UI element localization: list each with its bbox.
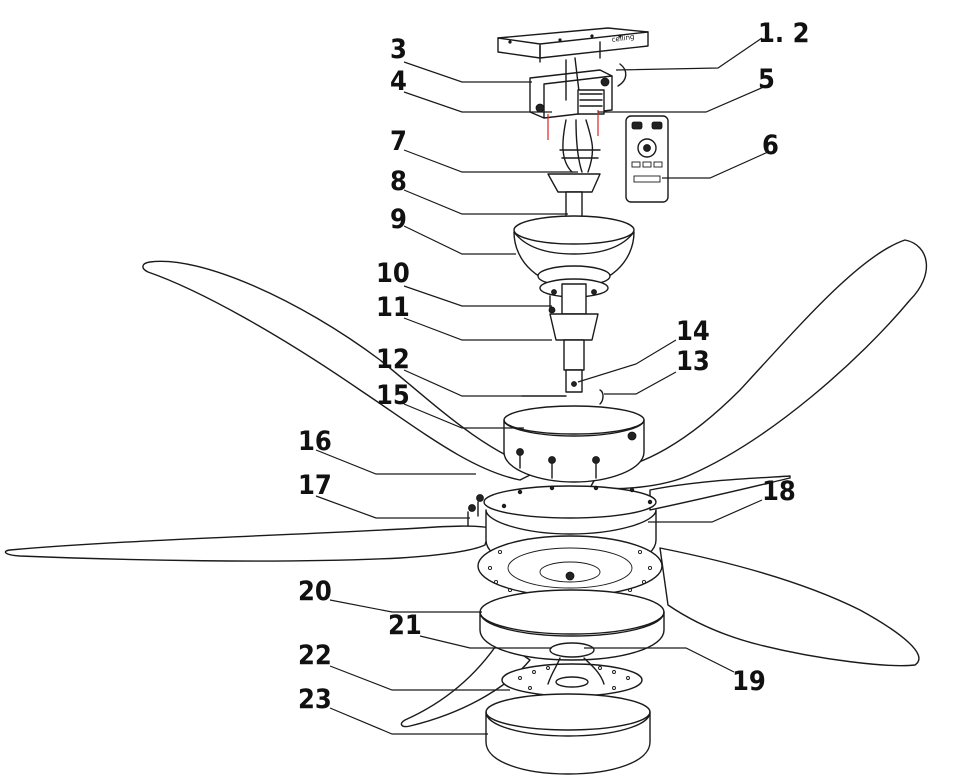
callout-16: 16 bbox=[298, 426, 332, 457]
callout-7: 7 bbox=[390, 126, 407, 157]
leader-6 bbox=[662, 151, 769, 179]
callout-8: 8 bbox=[390, 166, 407, 197]
leader-5 bbox=[598, 85, 767, 113]
leader-22 bbox=[329, 665, 510, 691]
callout-3: 3 bbox=[390, 34, 407, 65]
callout-17: 17 bbox=[298, 470, 332, 501]
down-rod bbox=[521, 283, 604, 405]
led-driver bbox=[501, 642, 643, 697]
blade-upper-left bbox=[142, 260, 541, 481]
blade-lower-left bbox=[400, 639, 531, 728]
callout-13: 13 bbox=[676, 346, 710, 377]
leader-20 bbox=[329, 599, 482, 613]
callout-4: 4 bbox=[390, 66, 407, 97]
motor-body bbox=[477, 509, 663, 597]
leader-17 bbox=[315, 495, 470, 519]
fan-blades bbox=[4, 239, 927, 728]
remote-control bbox=[625, 115, 669, 203]
callout-19: 19 bbox=[732, 666, 766, 697]
leader-16 bbox=[315, 449, 476, 475]
motor-housing-top bbox=[503, 405, 645, 483]
callout-11: 11 bbox=[376, 292, 410, 323]
callout-9: 9 bbox=[390, 204, 407, 235]
ceiling-bracket: ceiling bbox=[497, 27, 649, 63]
callout-14: 14 bbox=[676, 316, 710, 347]
canopy-cover bbox=[513, 215, 635, 298]
canopy bbox=[547, 173, 601, 219]
callout-15: 15 bbox=[376, 380, 410, 411]
leader-15 bbox=[403, 403, 524, 429]
mounting-bracket bbox=[529, 57, 627, 140]
light-cover bbox=[485, 693, 651, 775]
leader-23 bbox=[329, 707, 488, 735]
leader-19 bbox=[584, 647, 735, 673]
bracket-label: ceiling bbox=[611, 33, 635, 44]
leader-9 bbox=[403, 225, 516, 255]
motor-ring bbox=[467, 485, 657, 527]
leader-11 bbox=[403, 317, 552, 341]
leader-4 bbox=[403, 91, 552, 113]
callout-1-2: 1. 2 bbox=[758, 18, 809, 49]
leader-18 bbox=[648, 499, 763, 523]
leader-21 bbox=[419, 635, 552, 649]
wire-bundle bbox=[559, 119, 601, 173]
callout-23: 23 bbox=[298, 684, 332, 715]
leader-13 bbox=[604, 371, 677, 395]
leader-7 bbox=[403, 149, 578, 173]
callout-6: 6 bbox=[762, 130, 779, 161]
callout-22: 22 bbox=[298, 640, 332, 671]
leader-12 bbox=[403, 369, 522, 397]
leader-14 bbox=[577, 339, 677, 383]
callout-20: 20 bbox=[298, 576, 332, 607]
leader-3 bbox=[403, 61, 532, 83]
callout-18: 18 bbox=[762, 476, 796, 507]
blade-right bbox=[649, 475, 791, 511]
callout-labels: 1. 2 3 4 5 6 7 8 9 10 11 12 13 14 15 16 … bbox=[298, 18, 809, 715]
leader-1-2 bbox=[615, 37, 763, 71]
callout-10: 10 bbox=[376, 258, 410, 289]
leader-8 bbox=[403, 189, 568, 215]
callout-21: 21 bbox=[388, 610, 422, 641]
callout-5: 5 bbox=[758, 64, 775, 95]
callout-12: 12 bbox=[376, 344, 410, 375]
blade-lower-right bbox=[659, 547, 920, 667]
leader-10 bbox=[403, 285, 552, 307]
blade-left bbox=[4, 525, 491, 562]
leader-lines bbox=[315, 37, 769, 735]
